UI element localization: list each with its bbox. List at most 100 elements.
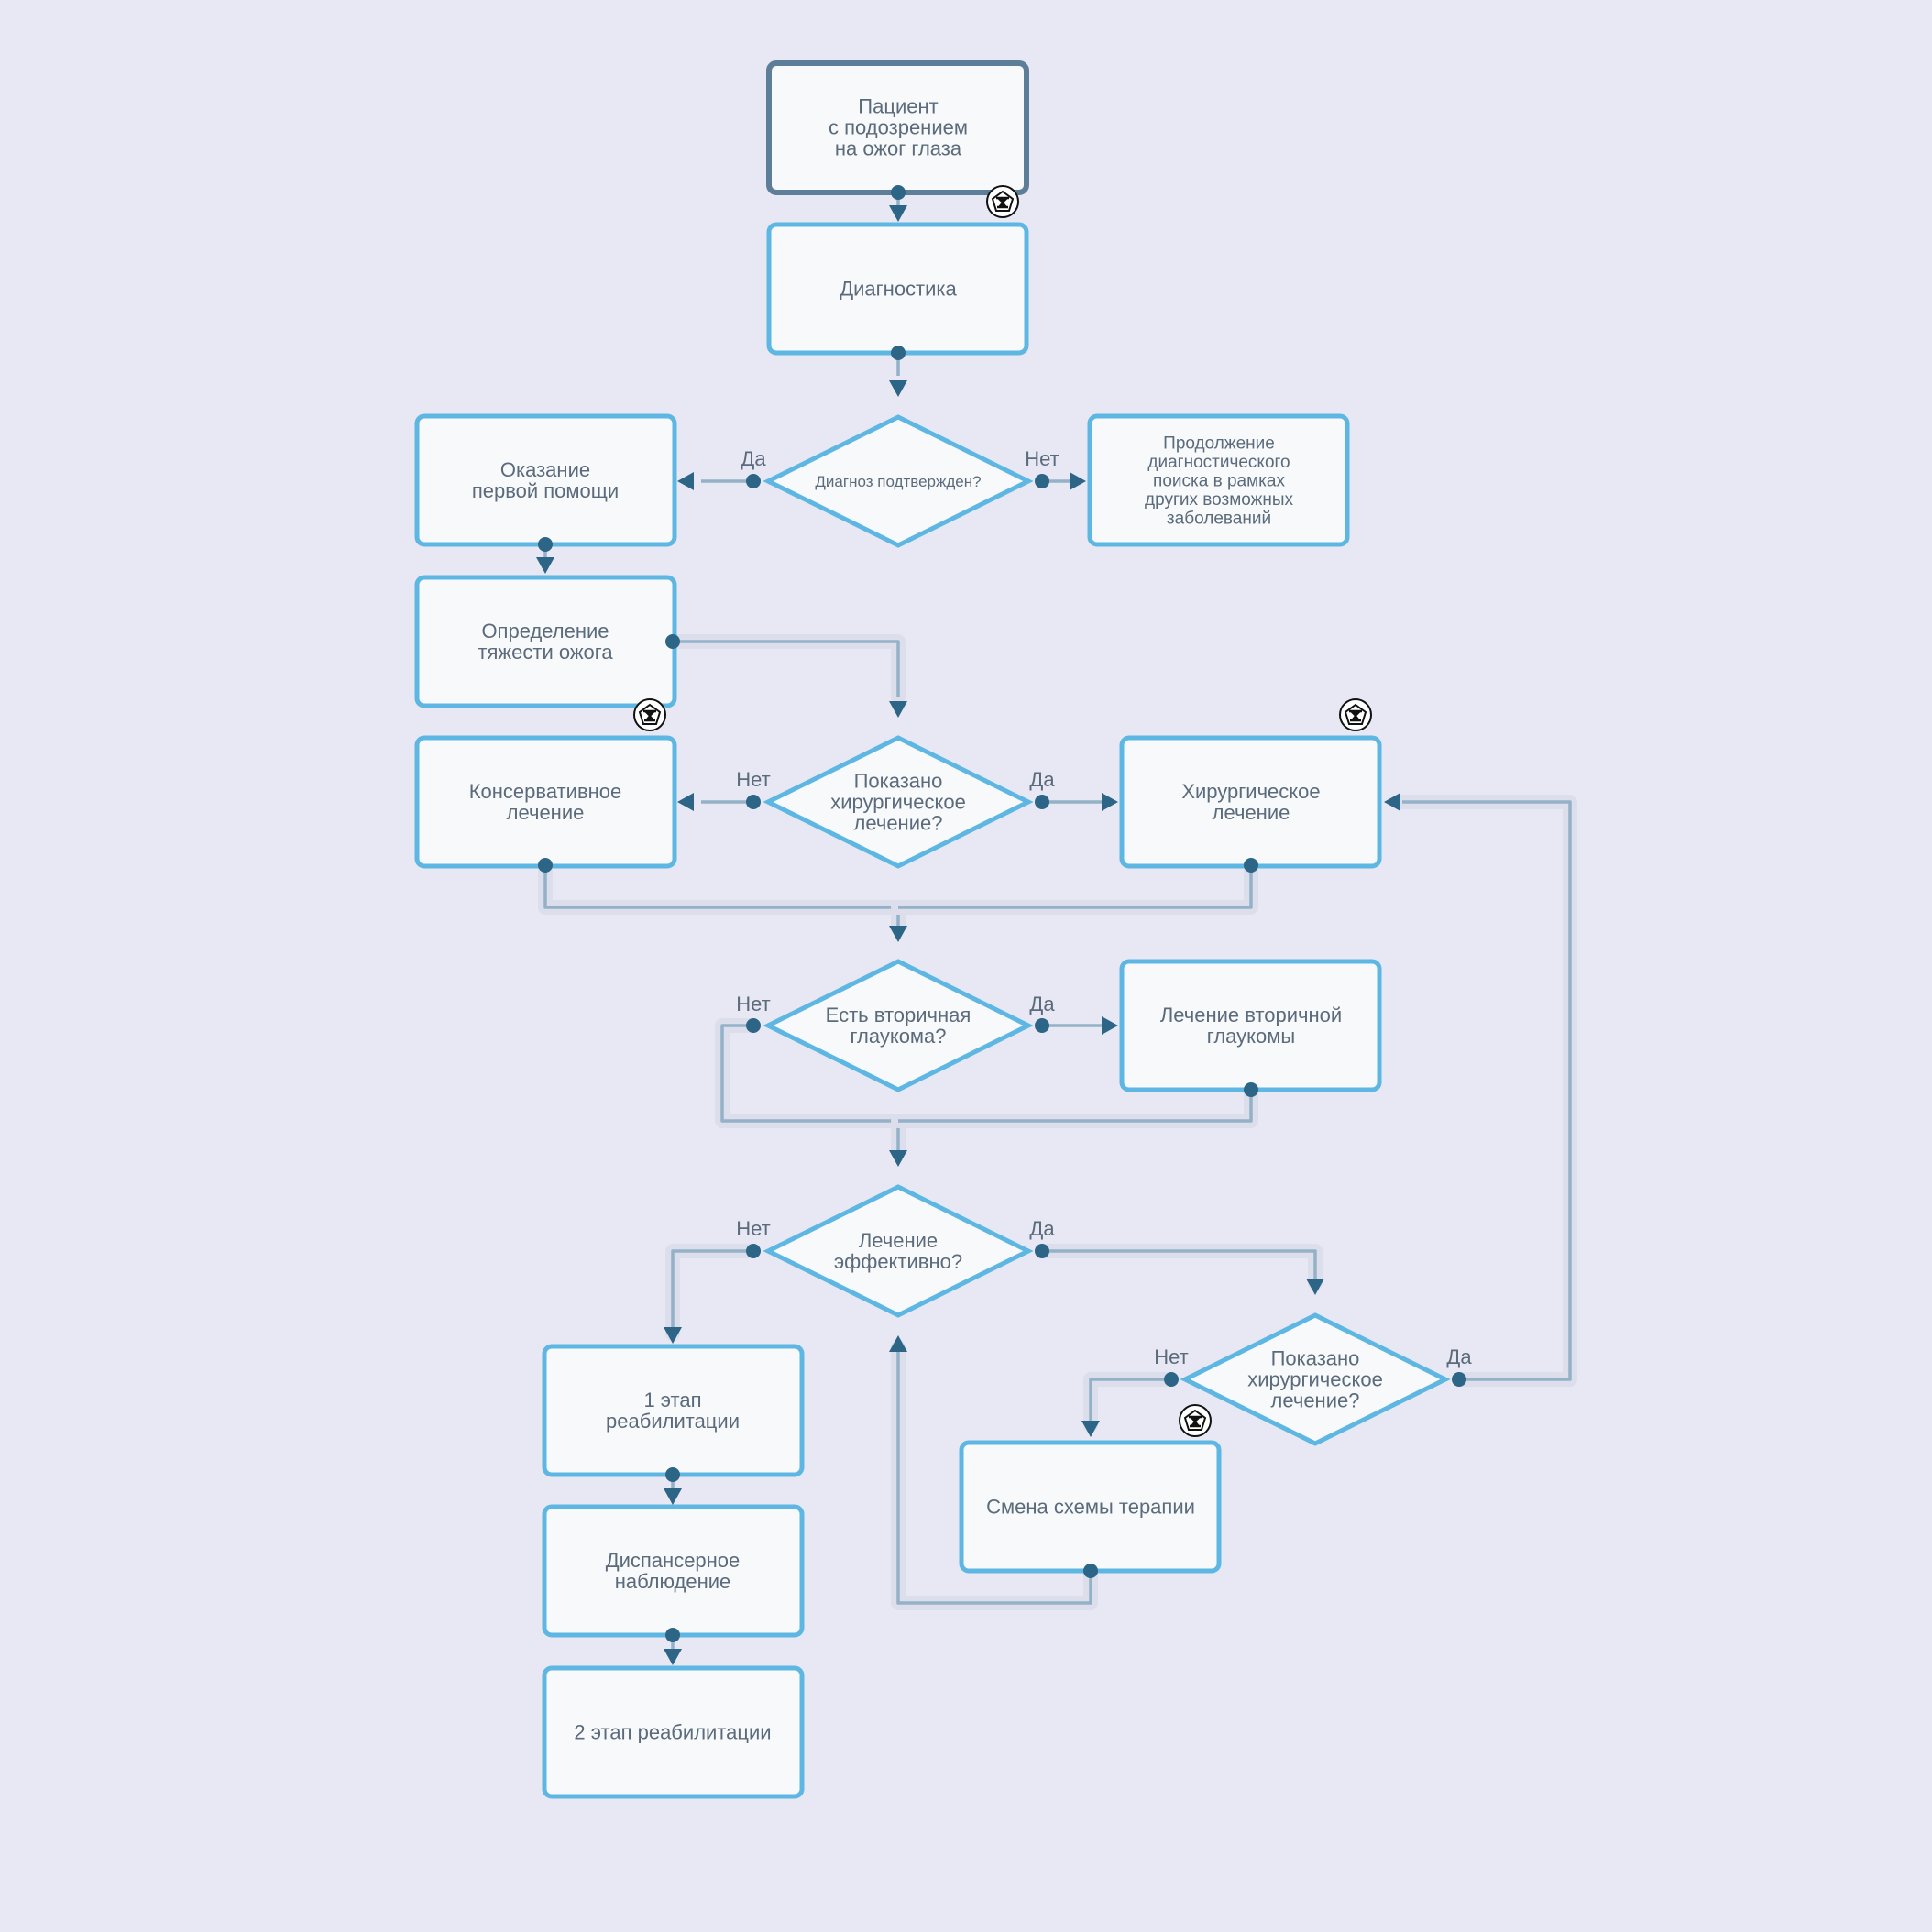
port [1035,1244,1049,1258]
port [1083,1564,1098,1578]
port [891,346,906,360]
edge-label-yes: Да [1029,993,1055,1015]
connectors [538,192,1577,1650]
arrowhead [889,926,907,942]
connector-glaucoma-treat-to-effective-q [891,1082,1258,1128]
edge-label-no: Нет [736,1217,770,1240]
edge-label-yes: Да [1029,768,1055,791]
node-text-line: хирургическое [830,791,966,814]
node-text-line: лечение [507,801,585,824]
seal-icon [632,697,667,732]
arrowhead [1070,472,1086,490]
edge-label-yes: Да [1029,1217,1055,1240]
port [1035,474,1049,488]
node-text-line: Оказание [500,458,590,481]
arrowhead [664,1327,682,1344]
decision-diag-confirmed-text: Диагноз подтвержден? [815,473,981,490]
port [1244,858,1258,873]
node-text-line: на ожог глаза [835,137,962,160]
port [665,634,680,649]
port [1035,795,1049,809]
connector-severity-to-surgery-q1 [665,634,906,704]
port [1035,1018,1049,1033]
node-text-line: 2 этап реабилитации [574,1721,771,1744]
node-rehab2: 2 этап реабилитации [542,1665,805,1799]
node-rehab2-text: 2 этап реабилитации [574,1721,771,1744]
arrowhead [889,1150,907,1167]
node-text-line: диагностического [1147,453,1290,472]
connector-glaucoma-no-to-effective-q [715,1018,906,1158]
node-text-line: тяжести ожога [478,641,613,664]
node-text-line: поиска в рамках [1153,472,1285,491]
node-text-line: реабилитации [606,1410,740,1433]
arrowhead [677,472,694,490]
arrowhead [664,1488,682,1505]
node-text-line: Смена схемы терапии [986,1496,1195,1519]
node-text-line: Консервативное [469,780,622,803]
node-text-line: лечение? [854,812,943,835]
connector-effective-yes-to-surgery-q2 [1035,1244,1323,1290]
node-text-line: наблюдение [615,1570,731,1593]
seal-icon [985,184,1020,219]
node-text-line: Есть вторичная [826,1004,971,1026]
node-text-line: заболеваний [1167,510,1271,529]
seal-icon [1178,1403,1213,1438]
port [746,1244,761,1258]
port [538,537,553,552]
node-text-line: других возможных [1145,490,1293,510]
edge-label-no: Нет [736,768,770,791]
port [538,858,553,873]
connector-surgical-to-glaucoma-q [891,858,1258,915]
connection-ports [538,185,1466,1642]
node-text-line: 1 этап [643,1389,701,1411]
port [665,1628,680,1642]
node-text-line: Лечение [859,1229,938,1252]
node-change-therapy-text: Смена схемы терапии [986,1496,1195,1519]
node-text-line: первой помощи [472,479,619,502]
node-text-line: Пациент [858,95,938,118]
arrowhead [664,1649,682,1665]
port [746,1018,761,1033]
arrowhead [1102,1016,1118,1035]
node-text-line: лечение? [1271,1389,1360,1412]
node-change-therapy: Смена схемы терапии [959,1440,1222,1574]
port [665,1467,680,1482]
node-text-line: лечение [1213,801,1290,824]
node-text-line: Определение [481,620,609,642]
seal-icon [1338,697,1373,732]
node-text-line: Диспансерное [606,1549,741,1572]
port [891,185,906,200]
port [746,795,761,809]
arrowhead [1384,793,1400,811]
arrowhead [677,793,694,811]
node-text-line: хирургическое [1247,1368,1383,1391]
edge-label-yes: Да [1446,1345,1472,1368]
port [1164,1372,1179,1387]
node-text-line: Хирургическое [1181,780,1320,803]
arrowheads [536,205,1400,1665]
edge-label-yes: Да [741,447,766,470]
connector-surgery-q2-no-to-change-therapy [1083,1372,1179,1433]
node-text-line: Показано [1271,1347,1360,1370]
node-diagnostics-text: Диагностика [840,278,957,301]
node-text-line: Диагноз подтвержден? [815,473,981,490]
arrowhead [889,701,907,718]
connector-change-therapy-to-effective-q [891,1340,1098,1610]
